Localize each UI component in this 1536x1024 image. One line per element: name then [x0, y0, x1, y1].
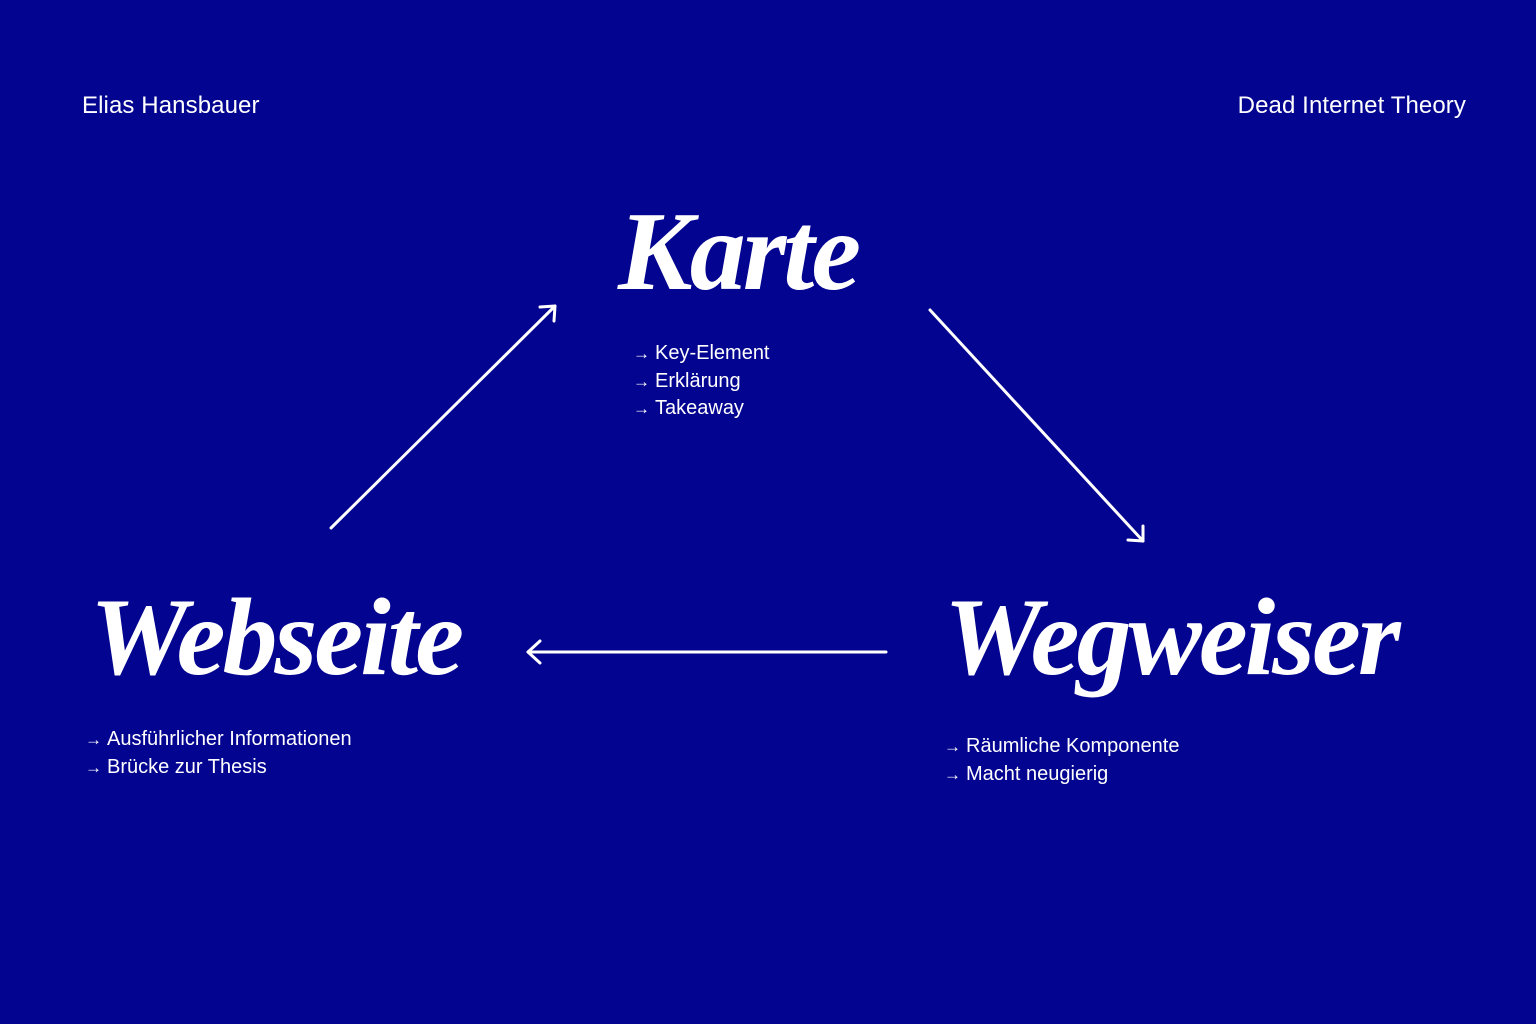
webseite-title: Webseite: [90, 576, 464, 698]
list-item: → Ausführlicher Informationen: [85, 726, 352, 754]
list-item: → Räumliche Komponente: [944, 733, 1179, 761]
list-item-label: Key-Element: [655, 342, 770, 364]
list-item: → Brücke zur Thesis: [85, 754, 352, 782]
arrow-wegweiser-to-webseite: [526, 639, 888, 665]
list-item: → Key-Element: [633, 340, 770, 368]
arrow-right-icon: →: [633, 371, 650, 391]
list-item-label: Takeaway: [655, 397, 744, 419]
arrow-right-icon: →: [633, 344, 650, 363]
list-item-label: Räumliche Komponente: [966, 735, 1180, 757]
list-item-label: Macht neugierig: [966, 762, 1109, 785]
arrow-right-icon: →: [944, 737, 961, 756]
arrow-right-icon: →: [633, 399, 650, 418]
list-item-label: Ausführlicher Informationen: [107, 728, 352, 750]
webseite-bullet-list: → Ausführlicher Informationen → Brücke z…: [85, 726, 352, 781]
list-item-label: Brücke zur Thesis: [107, 755, 267, 778]
arrow-karte-to-wegweiser: [928, 308, 1145, 543]
wegweiser-title: Wegweiser: [944, 576, 1401, 698]
list-item: → Macht neugierig: [944, 761, 1179, 789]
arrow-webseite-to-karte: [329, 304, 557, 530]
arrow-right-icon: →: [85, 757, 102, 777]
list-item: → Erklärung: [633, 368, 770, 396]
list-item: → Takeaway: [633, 395, 770, 423]
wegweiser-bullet-list: → Räumliche Komponente → Macht neugierig: [944, 733, 1179, 788]
arrow-right-icon: →: [85, 730, 102, 749]
list-item-label: Erklärung: [655, 369, 741, 392]
karte-title: Karte: [618, 190, 861, 314]
author-name: Elias Hansbauer: [82, 92, 260, 119]
presentation-title: Dead Internet Theory: [1237, 92, 1466, 119]
karte-bullet-list: → Key-Element → Erklärung → Takeaway: [633, 340, 770, 423]
arrow-right-icon: →: [944, 764, 961, 784]
